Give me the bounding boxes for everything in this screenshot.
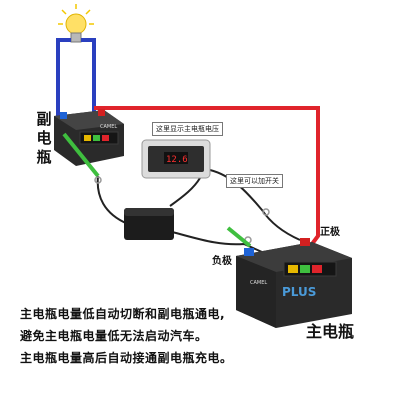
bulb-positive-wire	[81, 38, 96, 116]
positive-label: 正极	[320, 227, 340, 238]
controller-to-main-cable	[171, 231, 263, 253]
light-bulb-icon	[58, 4, 94, 43]
main-negative-terminal	[244, 248, 254, 256]
caption-line-2: 避免主电瓶电量低无法启动汽车。	[20, 329, 208, 343]
voltage-readout: 12.6	[166, 155, 188, 165]
ground-wire	[62, 132, 100, 178]
aux-battery: CAMEL	[54, 109, 124, 166]
aux-to-controller-cable	[96, 175, 129, 225]
aux-positive-terminal	[98, 109, 105, 116]
main-battery-label: 主电瓶	[306, 322, 355, 341]
positive-link-wire	[94, 106, 320, 246]
main-battery: PLUS CAMEL	[236, 238, 352, 328]
negative-label: 负极	[212, 256, 232, 267]
bulb-negative-wire	[56, 38, 71, 118]
aux-battery-label: 副电瓶	[36, 110, 52, 166]
ring-terminal	[262, 208, 270, 216]
voltage-callout: 这里显示主电瓶电压	[152, 122, 223, 136]
controller-module	[124, 208, 174, 240]
controller-to-display-cable	[169, 177, 201, 207]
caption-line-1: 主电瓶电量低自动切断和副电瓶通电,	[20, 307, 226, 321]
aux-negative-terminal	[60, 112, 67, 119]
voltage-display: 12.6	[141, 139, 211, 179]
main-ground-wire	[226, 226, 252, 248]
caption-line-3: 主电瓶电量高后自动接通副电瓶充电。	[20, 351, 233, 365]
main-badge: CAMEL	[250, 280, 267, 286]
aux-logo: CAMEL	[100, 124, 117, 130]
main-logo: PLUS	[282, 285, 316, 299]
switch-callout: 这里可以加开关	[226, 174, 283, 188]
main-positive-terminal	[300, 238, 310, 246]
ring-terminal	[94, 176, 102, 184]
